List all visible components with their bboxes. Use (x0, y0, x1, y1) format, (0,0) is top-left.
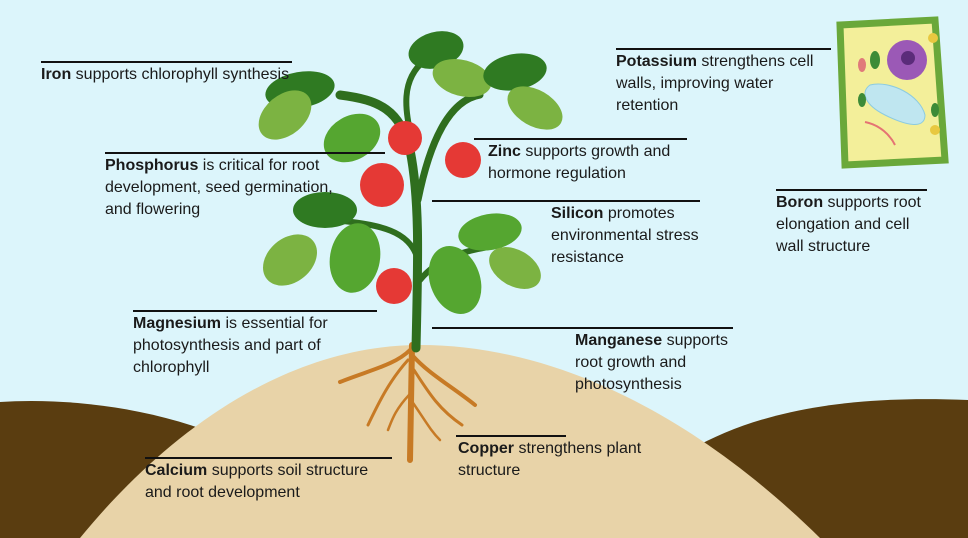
cell-icon (836, 16, 949, 169)
label-zinc: Zinc supports growth and hormone regulat… (474, 138, 698, 185)
label-calcium: Calcium supports soil structure and root… (145, 457, 395, 504)
soil-hill (80, 345, 820, 538)
label-magnesium: Magnesium is essential for photosynthesi… (133, 310, 377, 379)
label-boron: Boron supports root elongation and cell … (776, 189, 936, 258)
label-copper: Copper strengthens plant structure (456, 435, 668, 482)
label-phosphorus: Phosphorus is critical for root developm… (105, 152, 385, 221)
label-iron: Iron supports chlorophyll synthesis (41, 61, 301, 86)
label-potassium: Potassium strengthens cell walls, improv… (616, 48, 831, 117)
roots (338, 342, 477, 463)
label-manganese: Manganese supports root growth and photo… (432, 327, 750, 396)
tomatoes (360, 121, 481, 304)
leaves (258, 31, 563, 314)
label-silicon: Silicon promotes environmental stress re… (432, 200, 701, 269)
